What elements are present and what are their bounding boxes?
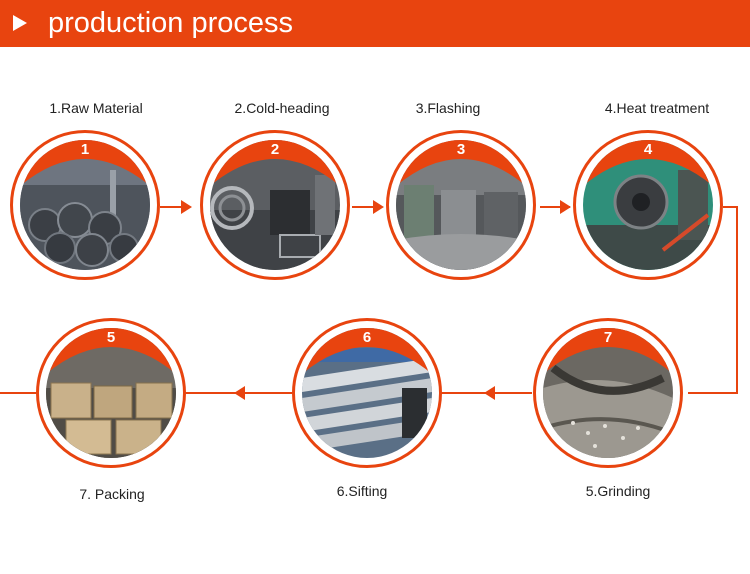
step-5-circle: 5 <box>36 318 186 468</box>
play-arrow-icon <box>13 15 27 31</box>
connector-right-7 <box>688 392 738 394</box>
page-title: production process <box>48 7 294 39</box>
connector-1-2 <box>160 206 190 208</box>
header-banner: production process <box>0 0 750 47</box>
arrow-left-icon <box>484 386 495 400</box>
step-3-label: 3.Flashing <box>415 100 481 116</box>
packing-photo <box>46 328 176 458</box>
step-6-label: 6.Sifting <box>336 483 388 499</box>
step-number-badge: 2 <box>270 141 280 158</box>
step-number-badge: 1 <box>80 141 90 158</box>
arrow-right-icon <box>181 200 192 214</box>
step-7-label: 5.Grinding <box>585 483 651 499</box>
step-number-badge: 6 <box>362 329 372 346</box>
step-5-label: 7. Packing <box>79 486 145 502</box>
step-2-label: 2.Cold-heading <box>234 100 330 116</box>
step-3-circle: 3 <box>386 130 536 280</box>
step-4-label: 4.Heat treatment <box>604 100 710 116</box>
connector-3-4 <box>540 206 570 208</box>
step-number-badge: 3 <box>456 141 466 158</box>
connector-right-vertical <box>736 206 738 394</box>
grinding-photo <box>543 328 673 458</box>
connector-5-left <box>0 392 36 394</box>
step-6-circle: 6 <box>292 318 442 468</box>
connector-2-3 <box>352 206 382 208</box>
flashing-photo <box>396 140 526 270</box>
raw-material-photo <box>20 140 150 270</box>
step-1-circle: 1 <box>10 130 160 280</box>
step-number-badge: 7 <box>603 329 613 346</box>
arrow-left-icon <box>234 386 245 400</box>
heat-treatment-photo <box>583 140 713 270</box>
step-1-label: 1.Raw Material <box>49 100 143 116</box>
connector-4-right <box>723 206 738 208</box>
step-2-circle: 2 <box>200 130 350 280</box>
arrow-right-icon <box>373 200 384 214</box>
step-7-circle: 7 <box>533 318 683 468</box>
sifting-photo <box>302 328 432 458</box>
step-4-circle: 4 <box>573 130 723 280</box>
arrow-right-icon <box>560 200 571 214</box>
step-number-badge: 5 <box>106 329 116 346</box>
step-number-badge: 4 <box>643 141 653 158</box>
cold-heading-photo <box>210 140 340 270</box>
